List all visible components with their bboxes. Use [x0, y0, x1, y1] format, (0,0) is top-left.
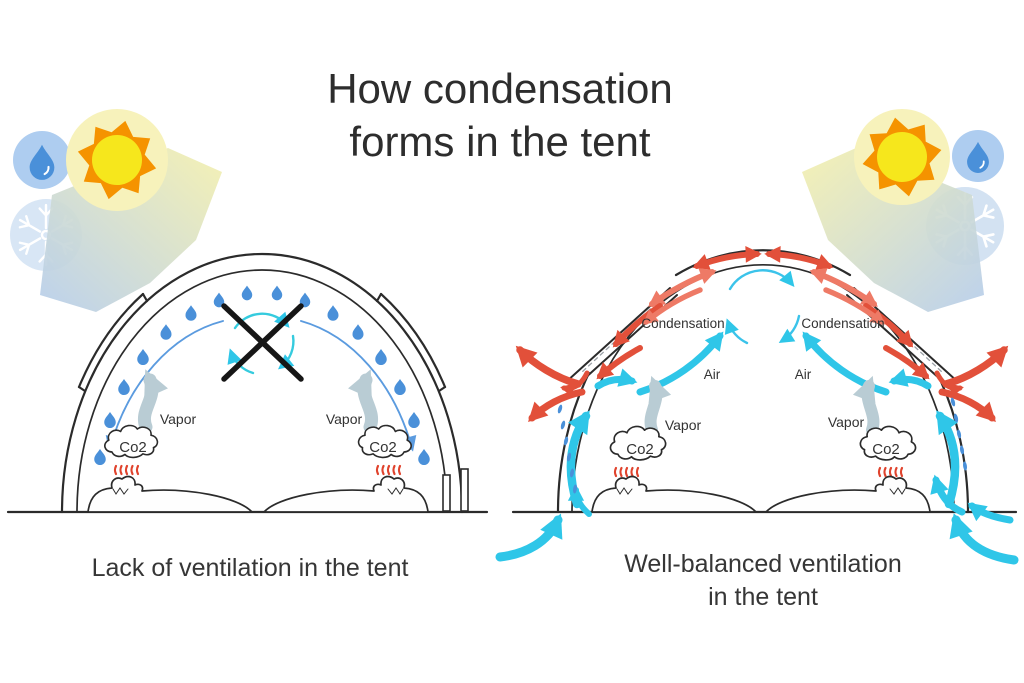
body-heat-marks	[877, 466, 904, 478]
tent-door	[442, 468, 469, 512]
left-weather-cluster	[10, 109, 222, 312]
vapor-label: Vapor	[160, 411, 197, 427]
vapor-label: Vapor	[326, 411, 363, 427]
body-heat-marks	[375, 464, 402, 476]
right-caption-line-2: in the tent	[708, 583, 818, 611]
co2-label: Co2	[119, 439, 147, 456]
sleeping-person	[87, 475, 253, 513]
sleeping-person	[765, 475, 931, 513]
title-line-2: forms in the tent	[349, 118, 650, 165]
warm-air-arrows	[515, 245, 1009, 422]
condensation-label: Condensation	[641, 316, 724, 331]
title-line-1: How condensation	[327, 65, 673, 112]
left-tent-diagram: Vapor Vapor Co2 Co2	[6, 252, 489, 514]
sleeping-person	[591, 475, 757, 513]
vapor-arrows	[137, 369, 379, 434]
co2-label: Co2	[369, 439, 397, 456]
co2-label: Co2	[626, 441, 654, 458]
fresh-air-arrows	[495, 331, 1019, 565]
crossed-out-x	[221, 303, 304, 382]
sunlight-beam	[802, 148, 984, 312]
right-weather-cluster	[802, 109, 1004, 312]
condensation-label: Condensation	[801, 316, 884, 331]
air-circulation-icon	[724, 269, 801, 345]
left-caption: Lack of ventilation in the tent	[92, 554, 409, 582]
sleeping-person	[263, 475, 429, 513]
tent-inner-wall	[571, 263, 955, 513]
pole-sleeve	[77, 292, 447, 393]
tent-inner-wall	[76, 269, 448, 513]
body-heat-marks	[113, 464, 140, 476]
condensation-run-arrows	[105, 320, 417, 452]
page-title: How condensation forms in the tent	[327, 65, 673, 165]
wall-droplet-dashes	[557, 397, 967, 494]
vapor-label: Vapor	[828, 414, 865, 430]
right-tent-diagram: Condensation Condensation Air Air Vapor …	[495, 245, 1019, 565]
no-circulation-icon	[221, 303, 304, 382]
body-heat-marks	[613, 466, 640, 478]
air-label: Air	[704, 367, 721, 382]
vapor-arrows	[644, 375, 880, 436]
right-caption-line-1: Well-balanced ventilation	[624, 550, 901, 578]
co2-label: Co2	[872, 441, 900, 458]
vapor-label: Vapor	[665, 417, 702, 433]
air-label: Air	[795, 367, 812, 382]
